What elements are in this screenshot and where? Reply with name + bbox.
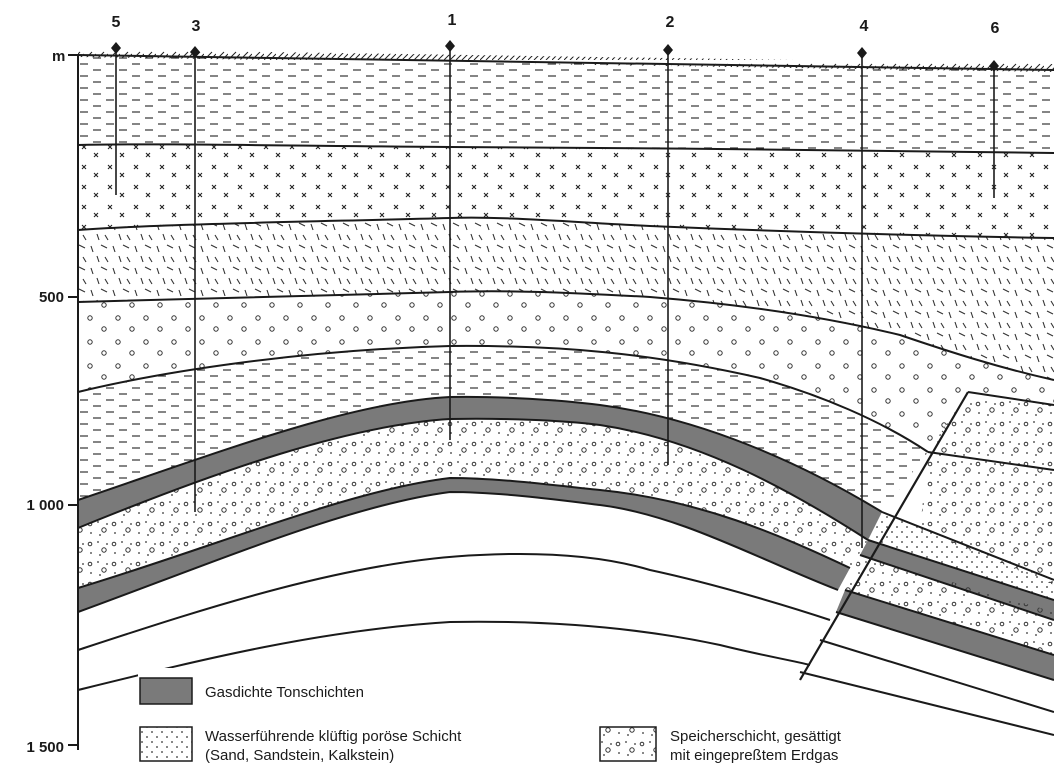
legend-label-aquifer-1: Wasserführende klüftig poröse Schicht — [205, 728, 462, 745]
layer-lower-tight-shale — [78, 478, 850, 612]
well-labels: 5 3 1 2 4 6 — [112, 12, 1000, 37]
well-label-4: 4 — [860, 18, 869, 35]
depth-tick-1000: 1 000 — [26, 497, 64, 514]
well-label-3: 3 — [192, 18, 201, 35]
depth-tick-1500: 1 500 — [26, 739, 64, 756]
legend-swatch-shale — [139, 677, 193, 705]
legend-label-storage-1: Speicherschicht, gesättigt — [670, 728, 842, 745]
legend: Gasdichte Tonschichten Wasserführende kl… — [138, 668, 928, 768]
depth-tick-500: 500 — [39, 289, 64, 306]
legend-swatch-storage — [599, 726, 657, 762]
layer-fault-block-reservoir — [920, 392, 1054, 585]
legend-label-aquifer-2: (Sand, Sandstein, Kalkstein) — [205, 747, 394, 764]
well-label-1: 1 — [448, 12, 457, 29]
ground-surface — [78, 49, 1054, 72]
well-1-head-icon — [445, 40, 455, 52]
wells — [115, 46, 995, 548]
well-4-head-icon — [857, 47, 867, 59]
well-label-5: 5 — [112, 14, 121, 31]
well-2-head-icon — [663, 44, 673, 56]
layer-mid-shale — [78, 345, 928, 512]
layer-storage-reservoir — [78, 418, 868, 588]
layer-ticks — [78, 217, 1054, 380]
axis-unit: m — [52, 48, 65, 65]
legend-swatch-aquifer — [139, 726, 193, 762]
legend-label-shale: Gasdichte Tonschichten — [205, 684, 364, 701]
well-label-2: 2 — [666, 14, 675, 31]
layer-top-shale — [78, 55, 1054, 153]
well-5-head-icon — [111, 42, 121, 54]
well-6-head-icon — [989, 60, 999, 72]
well-heads — [111, 40, 999, 72]
layer-right-shale-lower — [836, 590, 1054, 680]
well-3-head-icon — [190, 46, 200, 58]
layer-right-reservoir — [845, 555, 1054, 658]
well-label-6: 6 — [991, 20, 1000, 37]
layer-crosses — [78, 144, 1054, 238]
legend-label-storage-2: mit eingepreßtem Erdgas — [670, 747, 838, 764]
depth-axis: m 500 1 000 1 500 — [26, 48, 79, 756]
layer-circles — [78, 291, 1054, 452]
